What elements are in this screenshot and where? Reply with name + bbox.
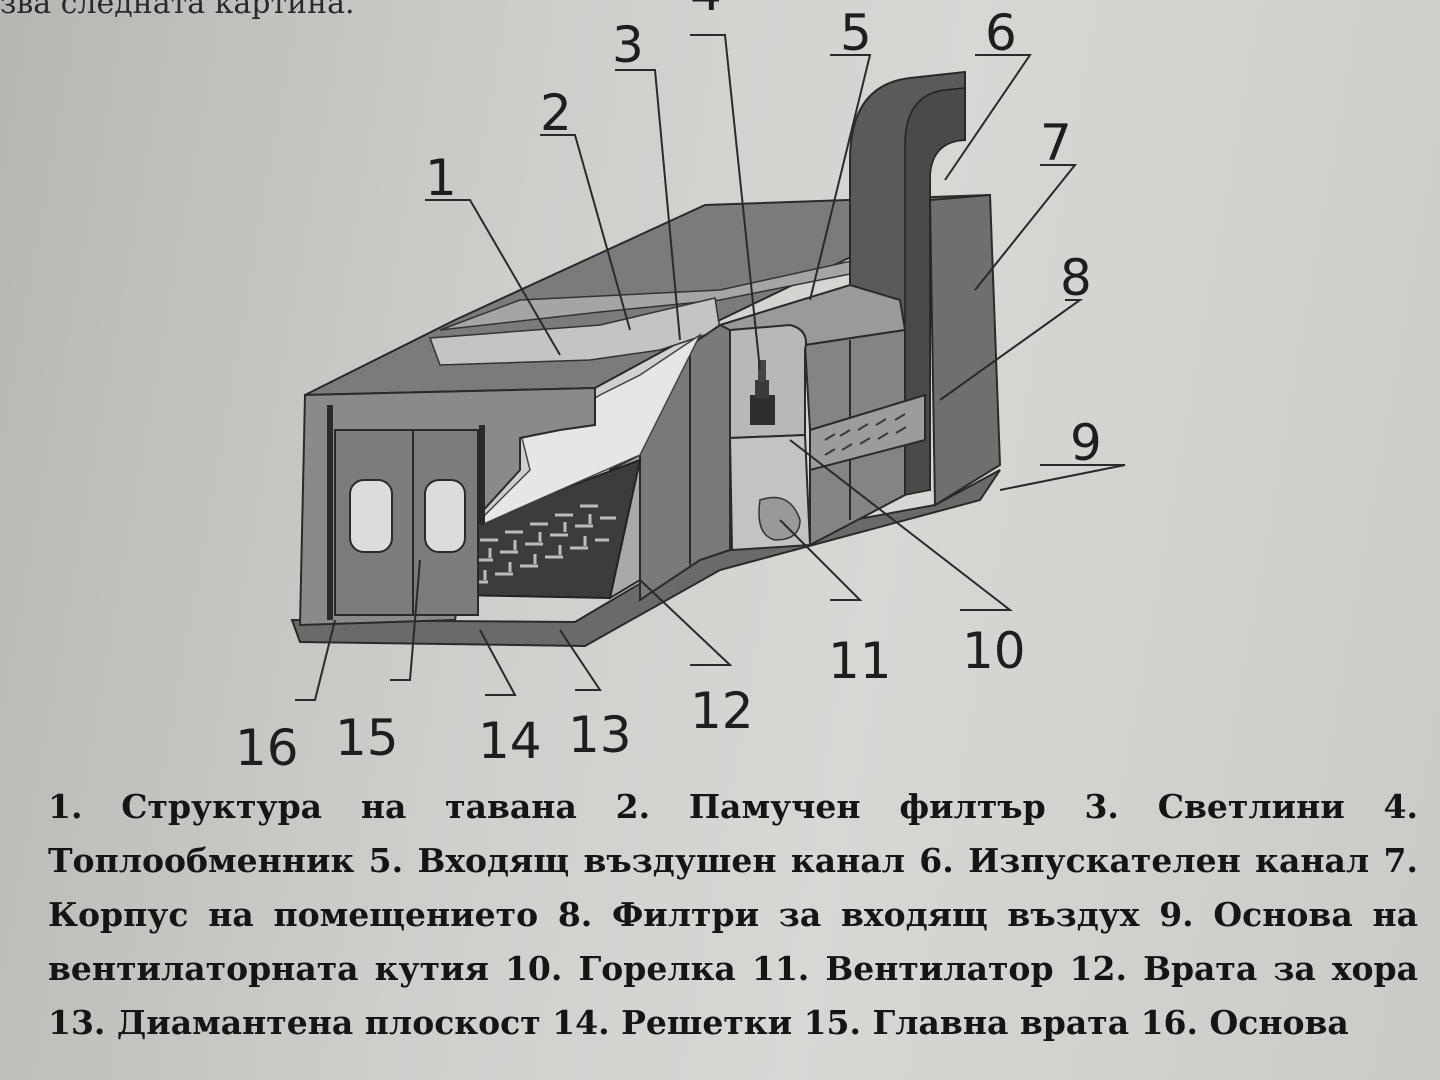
label-12: 12 <box>690 682 754 740</box>
label-15: 15 <box>335 709 399 767</box>
label-3: 3 <box>612 16 644 74</box>
label-9: 9 <box>1070 414 1102 472</box>
label-4: 4 <box>690 0 722 22</box>
label-16: 16 <box>235 719 299 777</box>
label-8: 8 <box>1060 249 1092 307</box>
label-2: 2 <box>540 84 572 142</box>
label-5: 5 <box>840 4 872 62</box>
filter-pattern <box>824 413 907 456</box>
leader-lines <box>295 34 1126 701</box>
exhaust-duct-front <box>904 87 966 496</box>
room-body-housing <box>928 193 1002 507</box>
label-7: 7 <box>1040 114 1072 172</box>
label-11: 11 <box>828 632 892 690</box>
booth-base <box>290 469 1001 648</box>
grille-pattern <box>470 504 616 584</box>
legend-text: 1. Структура на тавана 2. Памучен филтър… <box>48 787 1418 1042</box>
paint-booth-diagram: 1 2 3 4 5 6 7 8 9 10 11 12 13 14 15 16 <box>235 0 1126 777</box>
cotton-filter-panel <box>428 297 721 366</box>
heat-exchanger <box>750 360 775 425</box>
cut-off-heading-text: зва следната картина. <box>0 0 355 21</box>
main-door <box>334 429 479 616</box>
label-6: 6 <box>985 4 1017 62</box>
label-14: 14 <box>478 712 542 770</box>
label-10: 10 <box>962 622 1026 680</box>
main-door-window-right <box>424 479 466 553</box>
label-1: 1 <box>425 149 457 207</box>
label-13: 13 <box>568 706 632 764</box>
main-door-window-left <box>349 479 393 553</box>
light-cutaway <box>469 332 702 531</box>
